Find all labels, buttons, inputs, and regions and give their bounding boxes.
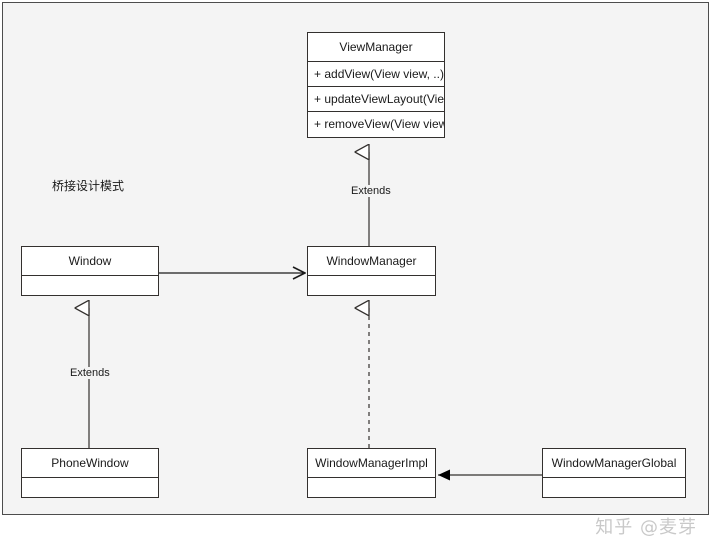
- class-members-window: [22, 276, 158, 295]
- relationship-label-pw-extends-window: Extends: [67, 367, 113, 379]
- class-box-view-manager[interactable]: ViewManager + addView(View view, ..) + u…: [307, 32, 445, 138]
- class-box-window[interactable]: Window: [21, 246, 159, 296]
- class-member-row: + addView(View view, ..): [308, 62, 444, 87]
- class-box-window-manager-global[interactable]: WindowManagerGlobal: [542, 448, 686, 498]
- class-name-window-manager-impl: WindowManagerImpl: [308, 449, 435, 478]
- class-name-phone-window: PhoneWindow: [22, 449, 158, 478]
- class-members-window-manager-impl: [308, 478, 435, 497]
- class-member-row: + removeView(View view: [314, 117, 444, 131]
- watermark: 知乎 @麦芽: [595, 517, 697, 538]
- class-members-phone-window: [22, 478, 158, 497]
- class-members-window-manager-global: [543, 478, 685, 497]
- class-box-window-manager[interactable]: WindowManager: [307, 246, 436, 296]
- class-name-window-manager-global: WindowManagerGlobal: [543, 449, 685, 478]
- class-name-view-manager: ViewManager: [308, 33, 444, 62]
- class-member-row: + updateViewLayout(Vie: [308, 87, 444, 112]
- class-box-window-manager-impl[interactable]: WindowManagerImpl: [307, 448, 436, 498]
- diagram-canvas: ViewManager : vertical solid, hollow tri…: [2, 2, 709, 515]
- class-box-phone-window[interactable]: PhoneWindow: [21, 448, 159, 498]
- class-members-view-manager: + addView(View view, ..) + updateViewLay…: [308, 62, 444, 137]
- class-name-window: Window: [22, 247, 158, 276]
- class-name-window-manager: WindowManager: [308, 247, 435, 276]
- class-members-window-manager: [308, 276, 435, 295]
- relationship-label-wm-extends-vm: Extends: [348, 185, 394, 197]
- diagram-note-bridge-pattern: 桥接设计模式: [52, 179, 125, 193]
